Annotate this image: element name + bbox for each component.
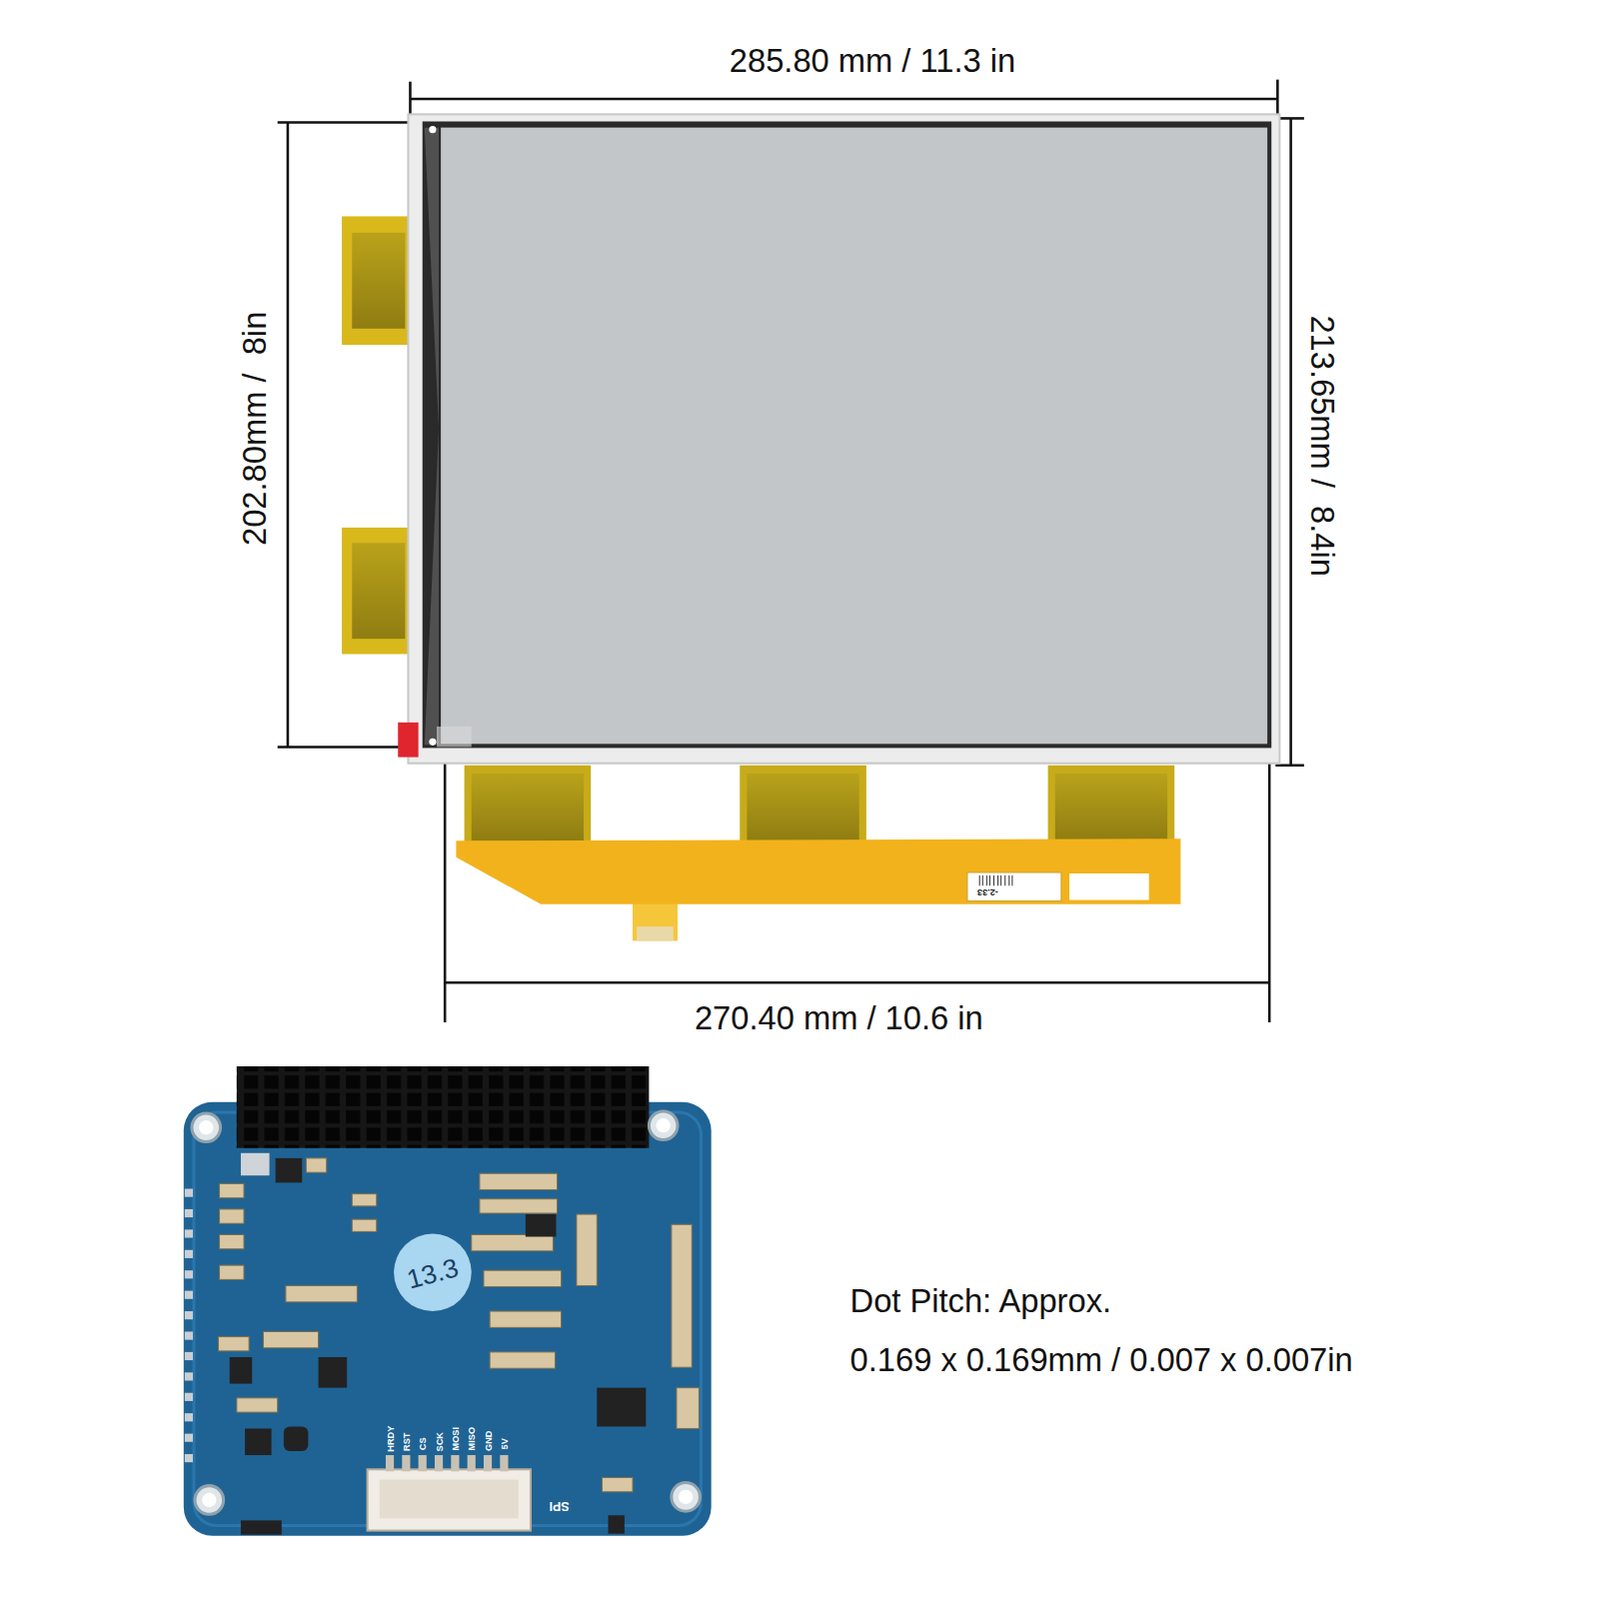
connector-name: SPI — [549, 1500, 570, 1513]
pin-name: CS — [418, 1437, 428, 1451]
driver-board — [183, 1066, 712, 1537]
spec-note: Dot Pitch: Approx. — [850, 1285, 1113, 1319]
dimension-label: 213.65mm / 8.4in — [1306, 314, 1340, 577]
pin-name: 5V — [500, 1438, 510, 1450]
dimension-label: 270.40 mm / 10.6 in — [694, 1002, 984, 1036]
pin-name: GND — [483, 1431, 493, 1452]
pin-name: RST — [402, 1433, 412, 1452]
epaper-panel — [397, 113, 1280, 763]
left-fpc-tabs — [341, 215, 411, 654]
pin-name: MOSI — [451, 1427, 461, 1452]
barcode-label: -2.33 — [977, 887, 999, 897]
bottom-fpc — [455, 765, 1181, 942]
dimension-lines — [277, 79, 1305, 1023]
sticker-label: 13.3 — [404, 1254, 462, 1294]
pin-name: HRDY — [385, 1426, 395, 1453]
pin-name: MISO — [467, 1427, 477, 1452]
dimension-label: 285.80 mm / 11.3 in — [729, 44, 1016, 78]
dimension-label: 202.80mm / 8in — [238, 311, 272, 546]
pin-name: SCK — [434, 1432, 444, 1452]
spec-note: 0.169 x 0.169mm / 0.007 x 0.007in — [850, 1344, 1354, 1378]
